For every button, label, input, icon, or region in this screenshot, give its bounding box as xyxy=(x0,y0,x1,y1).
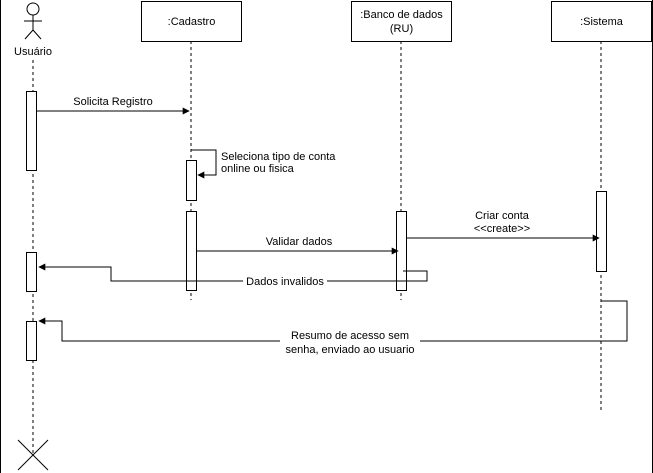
activation-usuario-2[interactable] xyxy=(26,252,37,292)
actor-right-leg xyxy=(32,29,42,40)
message-validar-dados[interactable]: Validar dados xyxy=(197,236,399,255)
activation-cadastro-1[interactable] xyxy=(186,160,197,201)
message-resumo-acesso[interactable]: Resumo de acesso sem senha, enviado ao u… xyxy=(38,300,628,356)
destroy-marker-usuario[interactable] xyxy=(17,439,49,471)
message-criar-label-2: <<create>> xyxy=(474,223,530,235)
actor-usuario[interactable]: Usuário xyxy=(14,2,52,58)
participant-banco[interactable]: :Banco de dados (RU) xyxy=(351,1,452,42)
message-solicita-registro[interactable]: Solicita Registro xyxy=(37,96,190,115)
message-resumo-label-2: senha, enviado ao usuario xyxy=(285,344,414,356)
message-solicita-label: Solicita Registro xyxy=(73,96,152,108)
activation-cadastro-2[interactable] xyxy=(186,211,197,291)
activation-usuario-1[interactable] xyxy=(26,91,37,171)
participant-sistema[interactable]: :Sistema xyxy=(551,1,652,42)
message-resumo-label-1: Resumo de acesso sem xyxy=(291,330,409,342)
message-seleciona-label-1: Seleciona tipo de conta xyxy=(221,151,336,163)
participant-sistema-label: :Sistema xyxy=(580,16,624,28)
actor-label: Usuário xyxy=(14,46,52,58)
participant-banco-label-2: (RU) xyxy=(390,23,413,35)
participant-cadastro[interactable]: :Cadastro xyxy=(141,1,242,42)
message-criar-label-1: Criar conta xyxy=(475,210,530,222)
message-criar-conta[interactable]: Criar conta <<create>> xyxy=(407,210,600,242)
activation-usuario-3[interactable] xyxy=(26,321,37,361)
participant-banco-label-1: :Banco de dados xyxy=(360,9,443,21)
message-validar-label: Validar dados xyxy=(266,236,333,248)
message-invalidos-label: Dados invalidos xyxy=(246,276,324,288)
participant-cadastro-label: :Cadastro xyxy=(168,16,216,28)
actor-head xyxy=(26,2,40,16)
actor-left-leg xyxy=(24,29,34,40)
message-dados-invalidos[interactable]: Dados invalidos xyxy=(38,263,428,288)
message-seleciona-label-2: online ou fisica xyxy=(221,163,295,175)
message-seleciona-tipo[interactable]: Seleciona tipo de conta online ou fisica xyxy=(191,149,336,179)
activation-sistema[interactable] xyxy=(596,191,607,272)
